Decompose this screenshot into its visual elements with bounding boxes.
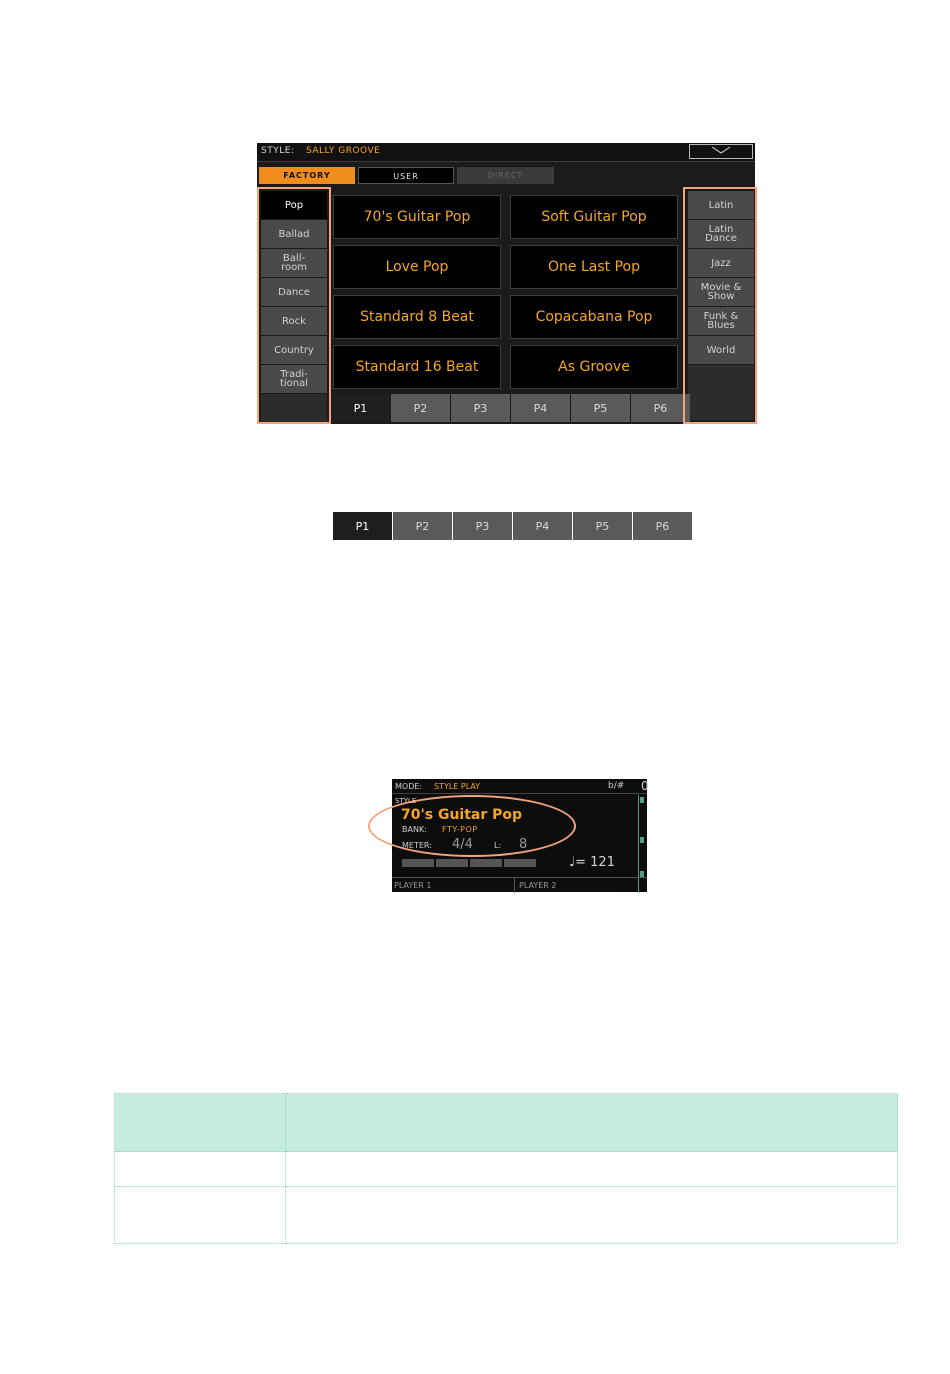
- category-country[interactable]: Country: [261, 336, 327, 364]
- category-empty-slot: [688, 365, 754, 420]
- style-button[interactable]: Soft Guitar Pop: [510, 195, 678, 239]
- page-tab-p5[interactable]: P5: [571, 394, 630, 422]
- style-button[interactable]: Standard 8 Beat: [333, 295, 501, 339]
- chevron-down-icon: [711, 146, 731, 154]
- page-tab-p4[interactable]: P4: [511, 394, 570, 422]
- tempo-value[interactable]: ♩= 121: [569, 855, 615, 870]
- current-style-name: SALLY GROOVE: [306, 146, 381, 156]
- page-menu-button[interactable]: [689, 144, 753, 159]
- style-button[interactable]: As Groove: [510, 345, 678, 389]
- style-button[interactable]: One Last Pop: [510, 245, 678, 289]
- page-tab-p2[interactable]: P2: [393, 512, 452, 540]
- player-divider: [514, 878, 515, 893]
- beat-indicator: [402, 859, 538, 867]
- style-header-label: STYLE:: [261, 146, 295, 156]
- category-empty-slot: [261, 394, 327, 422]
- panel-tick: [640, 871, 644, 877]
- category-jazz[interactable]: Jazz: [688, 249, 754, 277]
- page-tab-p4[interactable]: P4: [513, 512, 572, 540]
- beat-segment: [402, 859, 434, 867]
- table-header-row: [114, 1093, 898, 1152]
- category-dance[interactable]: Dance: [261, 278, 327, 306]
- style-button[interactable]: Love Pop: [333, 245, 501, 289]
- category-latin-dance[interactable]: Latin Dance: [688, 220, 754, 248]
- table-header-cell: [285, 1093, 898, 1152]
- player-2-label[interactable]: PLAYER 2: [519, 881, 557, 890]
- category-pop[interactable]: Pop: [261, 191, 327, 219]
- beat-segment: [504, 859, 536, 867]
- category-world[interactable]: World: [688, 336, 754, 364]
- table-cell: [114, 1186, 286, 1244]
- page-tab-p6[interactable]: P6: [631, 394, 690, 422]
- style-button[interactable]: Copacabana Pop: [510, 295, 678, 339]
- page-tab-p1[interactable]: P1: [331, 394, 390, 422]
- tab-user[interactable]: USER: [358, 167, 454, 184]
- category-traditional[interactable]: Tradi- tional: [261, 365, 327, 393]
- page-selector-detail: P1 P2 P3 P4 P5 P6: [333, 512, 693, 540]
- player-bar: PLAYER 1 PLAYER 2: [392, 877, 647, 893]
- category-funk-blues[interactable]: Funk & Blues: [688, 307, 754, 335]
- style-name-highlight-ellipse: [368, 795, 576, 857]
- table-cell: [114, 1151, 286, 1187]
- page-tab-p2[interactable]: P2: [391, 394, 450, 422]
- category-ballroom[interactable]: Ball- room: [261, 249, 327, 277]
- page-tab-p3[interactable]: P3: [453, 512, 512, 540]
- info-table: [114, 1093, 898, 1244]
- page-selector: P1 P2 P3 P4 P5 P6: [331, 394, 691, 422]
- mode-value: STYLE PLAY: [434, 782, 481, 791]
- tab-direct[interactable]: DIRECT: [457, 167, 554, 184]
- category-ballad[interactable]: Ballad: [261, 220, 327, 248]
- player-1-label[interactable]: PLAYER 1: [394, 881, 432, 890]
- mode-bar: MODE: STYLE PLAY b/# 0: [392, 779, 649, 794]
- category-latin[interactable]: Latin: [688, 191, 754, 219]
- style-button[interactable]: 70's Guitar Pop: [333, 195, 501, 239]
- category-rock[interactable]: Rock: [261, 307, 327, 335]
- style-header: STYLE: SALLY GROOVE: [257, 143, 755, 162]
- panel-tick: [640, 837, 644, 843]
- transpose-value: 0: [641, 779, 649, 793]
- table-cell: [285, 1151, 898, 1187]
- page-tab-p6[interactable]: P6: [633, 512, 692, 540]
- mode-label: MODE:: [395, 782, 423, 791]
- category-list-left: Pop Ballad Ball- room Dance Rock Country…: [261, 191, 328, 422]
- table-header-cell: [114, 1093, 286, 1152]
- category-highlight-left: [257, 187, 331, 424]
- page-tab-p1[interactable]: P1: [333, 512, 392, 540]
- transpose-indicator: b/#: [608, 781, 625, 791]
- table-row: [114, 1151, 898, 1187]
- panel-tick: [640, 797, 644, 803]
- style-button[interactable]: Standard 16 Beat: [333, 345, 501, 389]
- page-tab-p3[interactable]: P3: [451, 394, 510, 422]
- category-highlight-right: [683, 187, 757, 424]
- table-cell: [285, 1186, 898, 1244]
- panel-divider: [638, 878, 639, 893]
- side-panel-edge: [638, 795, 648, 877]
- beat-segment: [470, 859, 502, 867]
- beat-segment: [436, 859, 468, 867]
- category-list-right: Latin Latin Dance Jazz Movie & Show Funk…: [688, 191, 755, 420]
- category-movie-show[interactable]: Movie & Show: [688, 278, 754, 306]
- page-tab-p5[interactable]: P5: [573, 512, 632, 540]
- tab-factory[interactable]: FACTORY: [259, 167, 355, 184]
- table-row: [114, 1186, 898, 1244]
- style-select-screen: STYLE: SALLY GROOVE FACTORY USER DIRECT …: [257, 143, 755, 424]
